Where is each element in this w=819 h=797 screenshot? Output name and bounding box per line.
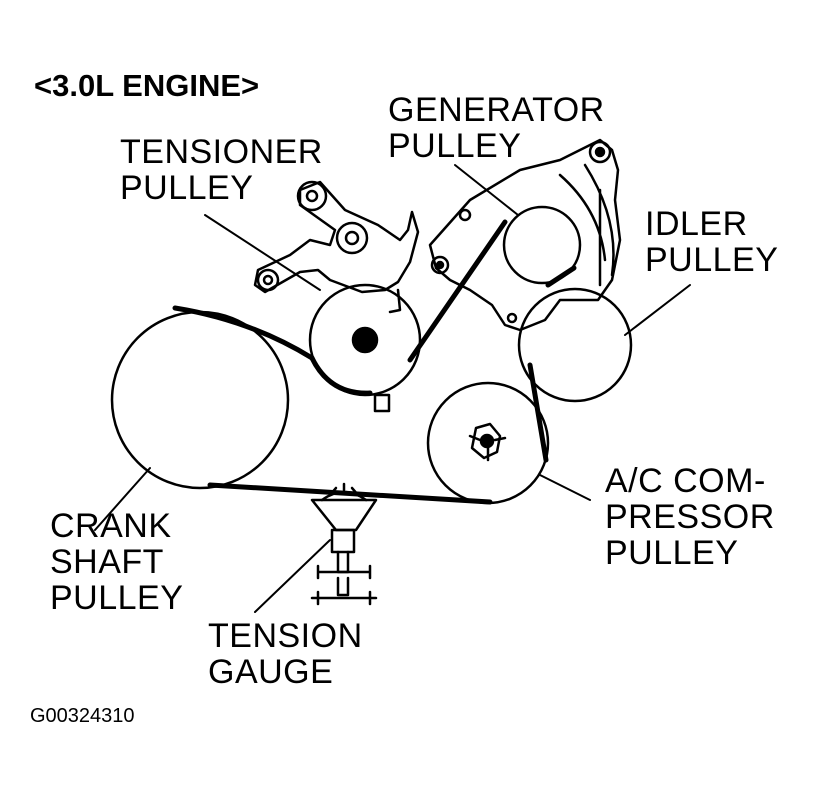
generator-housing [428,138,622,332]
belt-tensioner-to-generator [407,219,508,363]
leader-crankshaft [94,467,151,531]
tensioner-bracket-bolt [256,268,280,292]
tensioner-pivot-top [296,180,328,212]
tension-gauge-handle [316,564,372,580]
generator-bolt [430,255,450,275]
label-tensioner-pulley: TENSIONER PULLEY [120,133,323,207]
label-tension-gauge: TENSION GAUGE [208,617,363,691]
label-crankshaft-pulley: CRANK SHAFT PULLEY [50,507,184,617]
generator-mount-bolt [588,140,612,164]
leader-idler [624,284,691,336]
belt-wrap-tensioner [309,355,373,396]
tensioner-pulley-hub [351,326,379,354]
leader-generator [454,164,519,216]
belt-crank-to-tensioner [172,305,315,361]
tension-gauge-stem [330,528,356,554]
label-ac-compressor-pulley: A/C COM- PRESSOR PULLEY [605,462,775,572]
diagram-title: <3.0L ENGINE> [34,68,260,103]
leader-tension-gauge [254,539,331,613]
tensioner-adjust-bolt [373,393,391,413]
ac-compressor-pulley [426,381,550,505]
crankshaft-pulley [110,310,290,490]
leader-ac-compressor [539,474,591,501]
label-generator-pulley: GENERATOR PULLEY [388,91,605,165]
generator-fins [558,163,615,287]
tensioner-pulley [308,283,422,397]
leader-tensioner [204,214,321,291]
tensioner-bracket [253,180,420,294]
belt-idler-to-ac [527,362,549,463]
idler-pulley [517,287,633,403]
label-idler-pulley: IDLER PULLEY [645,205,779,279]
figure-code: G00324310 [30,705,135,727]
generator-pulley [502,205,582,285]
tension-gauge-body [310,498,378,532]
tensioner-pivot [335,221,369,255]
